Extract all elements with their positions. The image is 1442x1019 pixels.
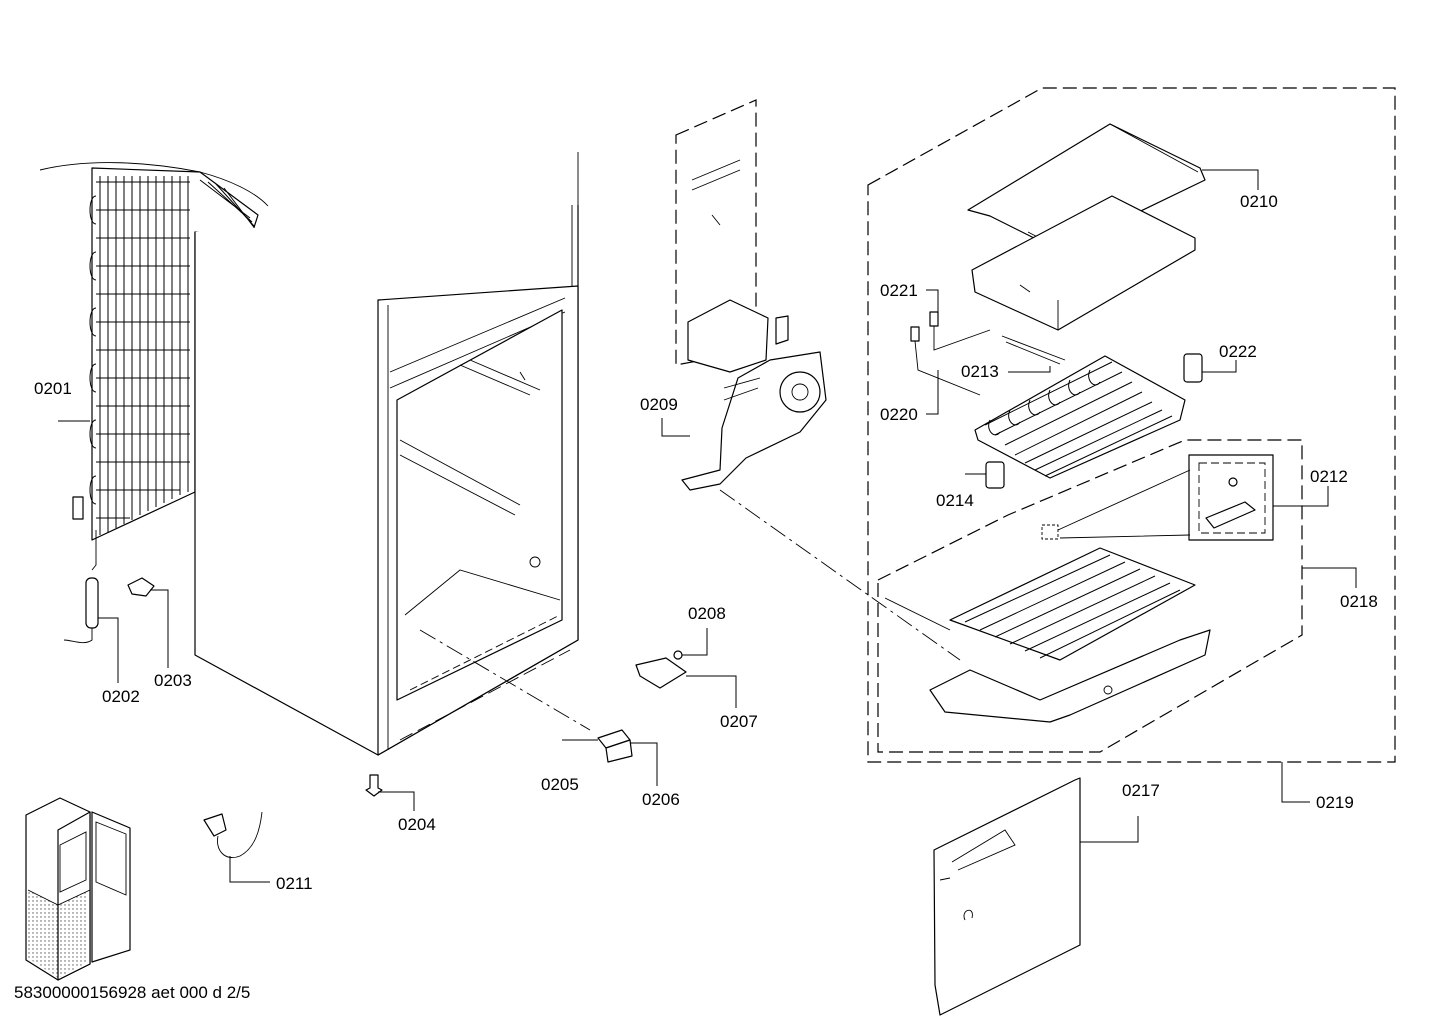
part-labels: 0201 0202 0203 0204 0205 0206 0207 0208 … bbox=[34, 192, 1378, 893]
fan-duct-panel bbox=[675, 99, 827, 491]
assembly-box-0218 bbox=[877, 439, 1303, 753]
label-0208: 0208 bbox=[688, 604, 726, 623]
fridge-cabinet bbox=[194, 152, 579, 756]
holder-0222 bbox=[1183, 353, 1203, 383]
condenser-coil bbox=[39, 162, 269, 571]
label-0217: 0217 bbox=[1122, 781, 1160, 800]
hinge-cover-parts bbox=[597, 729, 633, 763]
label-0202: 0202 bbox=[102, 687, 140, 706]
label-0203: 0203 bbox=[154, 671, 192, 690]
assembly-line-2 bbox=[719, 489, 961, 661]
sensor-wires bbox=[910, 311, 1066, 396]
leader-lines bbox=[58, 169, 1357, 883]
detail-box-0212 bbox=[1041, 454, 1274, 541]
screw-part bbox=[365, 774, 383, 797]
holder-0214 bbox=[985, 461, 1005, 489]
clip-part bbox=[127, 577, 155, 597]
label-0205: 0205 bbox=[541, 775, 579, 794]
label-0219: 0219 bbox=[1316, 793, 1354, 812]
power-cord bbox=[203, 811, 263, 858]
label-0222: 0222 bbox=[1219, 342, 1257, 361]
label-0218: 0218 bbox=[1340, 592, 1378, 611]
label-0204: 0204 bbox=[398, 815, 436, 834]
label-0221: 0221 bbox=[880, 281, 918, 300]
hinge-parts bbox=[635, 650, 687, 689]
label-0210: 0210 bbox=[1240, 192, 1278, 211]
evaporator-coil bbox=[974, 355, 1186, 479]
assembly-line bbox=[419, 629, 591, 731]
label-0206: 0206 bbox=[642, 790, 680, 809]
label-0212: 0212 bbox=[1310, 467, 1348, 486]
label-0213: 0213 bbox=[961, 362, 999, 381]
fridge-thumbnail bbox=[25, 797, 131, 981]
label-0209: 0209 bbox=[640, 395, 678, 414]
label-0211: 0211 bbox=[276, 874, 313, 893]
label-0201: 0201 bbox=[34, 379, 72, 398]
label-0214: 0214 bbox=[936, 491, 974, 510]
rear-panel bbox=[933, 777, 1081, 1016]
document-id: 58300000156928 aet 000 d 2/5 bbox=[14, 983, 250, 1002]
label-0207: 0207 bbox=[720, 712, 758, 731]
filter-drier bbox=[63, 577, 99, 644]
drip-tray-heater bbox=[884, 547, 1211, 723]
evaporator-cover bbox=[967, 123, 1206, 331]
assembly-box-0219 bbox=[867, 87, 1396, 763]
label-0220: 0220 bbox=[880, 405, 918, 424]
